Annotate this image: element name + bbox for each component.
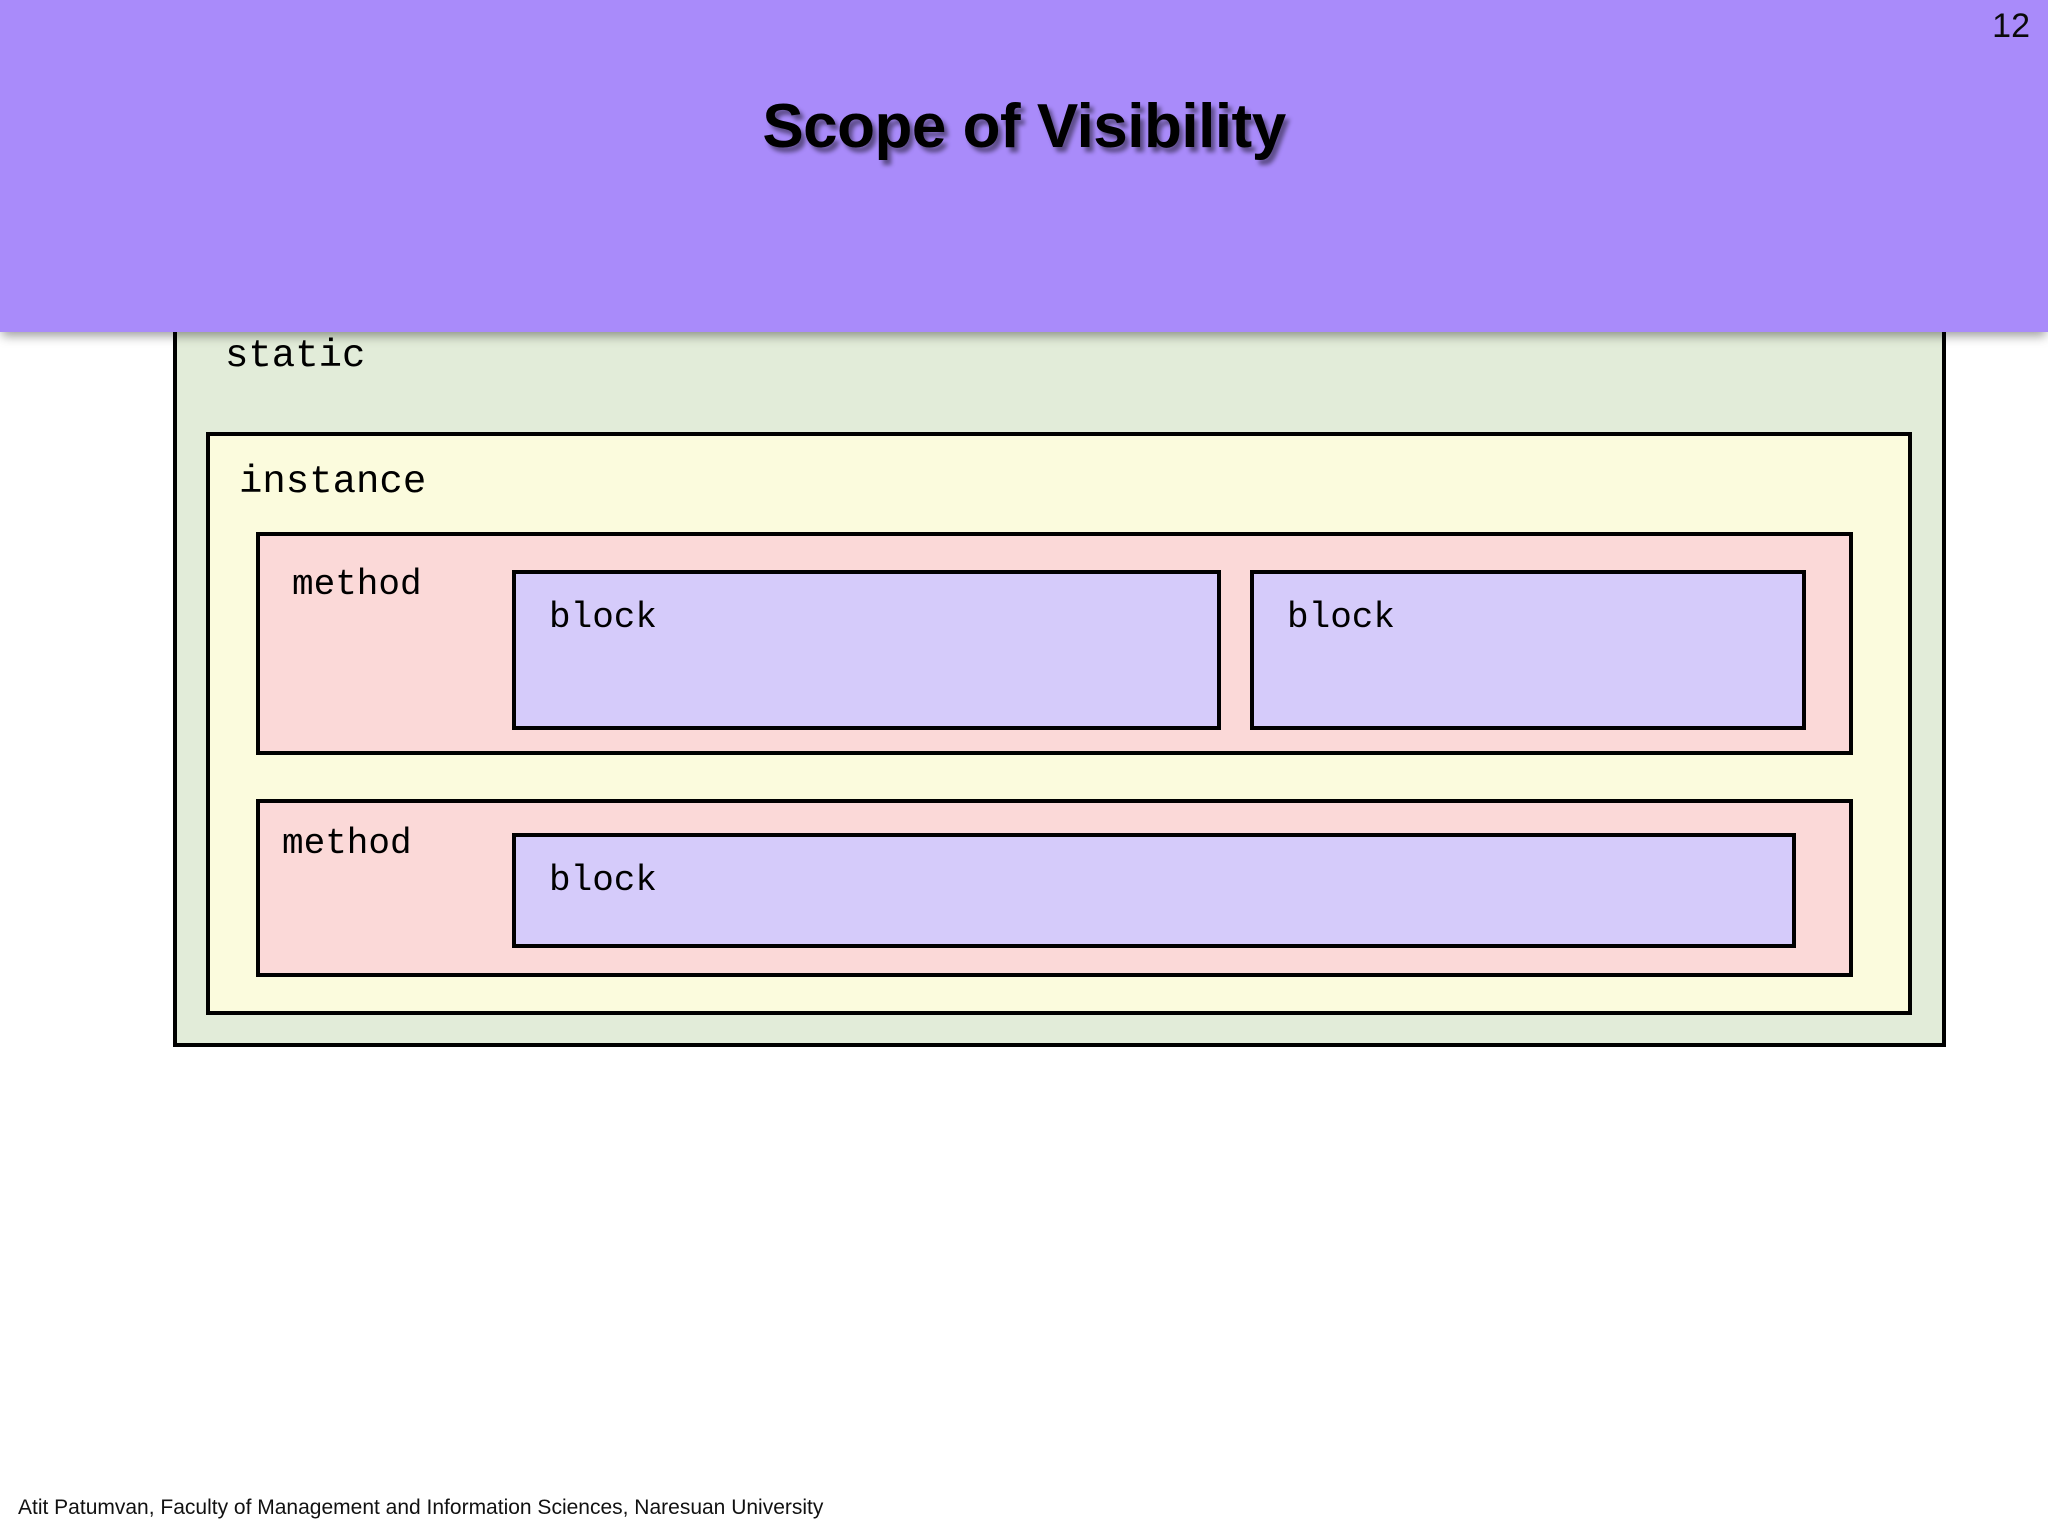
scope-box-instance: instance method block block method block xyxy=(206,432,1912,1015)
scope-label-static: static xyxy=(225,334,366,378)
scope-label-method-1: method xyxy=(292,564,422,605)
page-number: 12 xyxy=(1992,7,2030,45)
scope-label-method-2: method xyxy=(282,823,412,864)
scope-label-block-1b: block xyxy=(1287,597,1396,638)
scope-label-block-1a: block xyxy=(549,597,658,638)
scope-box-method-2: method block xyxy=(256,799,1853,977)
scope-box-block-1b: block xyxy=(1250,570,1806,730)
scope-box-block-2a: block xyxy=(512,833,1796,948)
page-title: Scope of Visibility xyxy=(762,92,1286,161)
scope-label-instance: instance xyxy=(239,460,427,504)
scope-box-block-1a: block xyxy=(512,570,1221,730)
slide-header-band: 12 Scope of Visibility xyxy=(0,0,2048,332)
scope-label-block-2a: block xyxy=(549,860,658,901)
scope-box-static: static instance method block block metho… xyxy=(173,305,1946,1047)
scope-box-method-1: method block block xyxy=(256,532,1853,755)
footer-credit: Atit Patumvan, Faculty of Management and… xyxy=(18,1496,824,1519)
